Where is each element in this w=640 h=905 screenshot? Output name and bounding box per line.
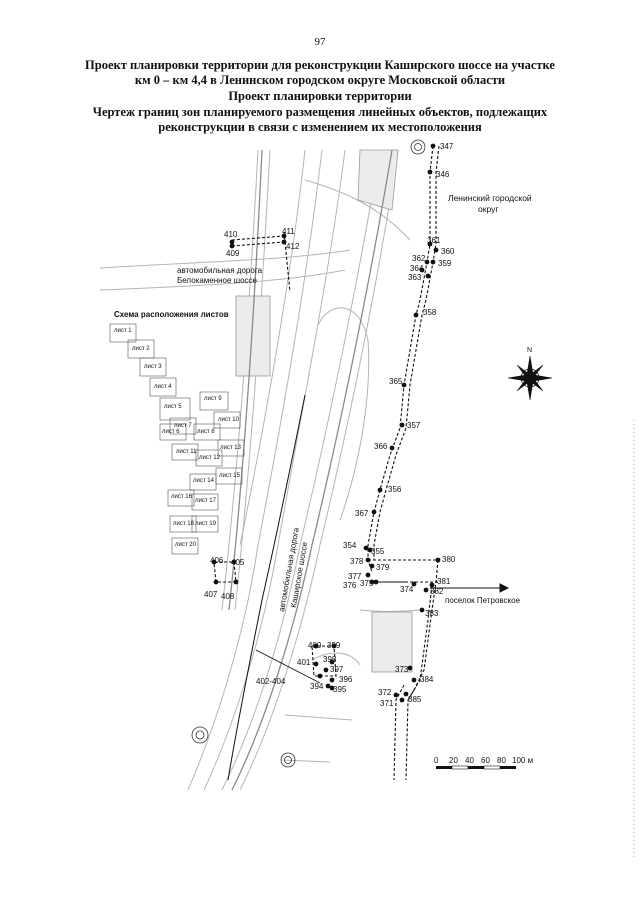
- sheet-label-7: лист 7: [174, 423, 192, 429]
- point-label-378: 378: [350, 557, 364, 566]
- point-label-406: 406: [210, 556, 224, 565]
- point-label-366: 366: [374, 442, 388, 451]
- page-number: 97: [314, 36, 326, 48]
- point-label-381: 381: [437, 577, 451, 586]
- sheet-label-5: лист 5: [164, 404, 182, 410]
- point-label-371: 371: [380, 699, 394, 708]
- sheet-label-13: лист 13: [220, 445, 242, 451]
- sheet-label-16: лист 16: [171, 494, 193, 500]
- title-line-1: Проект планировки территории для реконст…: [85, 58, 555, 72]
- point-label-357: 357: [407, 421, 421, 430]
- sheet-label-20: лист 20: [175, 542, 197, 548]
- point-label-396: 396: [339, 675, 353, 684]
- district-label-line2: округ: [478, 204, 498, 214]
- base-roads: [99, 149, 421, 791]
- point-label-375: 375: [360, 579, 374, 588]
- title-line-2: км 0 – км 4,4 в Ленинском городском окру…: [134, 73, 506, 87]
- point-label-365: 365: [389, 377, 403, 386]
- sheet-label-8: лист 8: [197, 429, 215, 435]
- curb-lines: [228, 149, 393, 791]
- sheet-label-18: лист 18: [173, 521, 195, 527]
- point-label-397: 397: [330, 665, 344, 674]
- point-label-400: 400: [308, 641, 322, 650]
- sheet-label-2: лист 2: [132, 346, 150, 352]
- scale-tick-100: 100 м: [512, 756, 533, 765]
- point-label-359: 359: [438, 259, 452, 268]
- inset-title: Схема расположения листов: [114, 310, 229, 319]
- sheet-layout-inset: Схема расположения листов лист 1 лист 2 …: [109, 310, 245, 555]
- point-label-411: 411: [282, 227, 295, 236]
- point-label-383: 383: [425, 609, 439, 618]
- compass-north-label: N: [527, 347, 532, 354]
- zone-boundaries: [213, 145, 440, 781]
- point-label-377: 377: [348, 572, 362, 581]
- point-label-373: 373: [395, 665, 409, 674]
- point-label-412: 412: [286, 242, 300, 251]
- settlement-label: поселок Петровское: [445, 596, 521, 605]
- scale-tick-80: 80: [497, 756, 506, 765]
- point-label-401: 401: [297, 658, 311, 667]
- title-line-5: реконструкции в связи с изменением их ме…: [158, 120, 482, 134]
- sheet-label-6: лист 6: [162, 429, 180, 435]
- point-label-405: 405: [231, 558, 245, 567]
- point-label-361: 361: [427, 236, 441, 245]
- scale-bar: 0 20 40 60 80 100 м: [434, 756, 533, 770]
- point-label-346: 346: [436, 170, 450, 179]
- point-label-409: 409: [226, 249, 240, 258]
- point-label-376: 376: [343, 581, 357, 590]
- point-label-410: 410: [224, 230, 238, 239]
- sheet-label-3: лист 3: [144, 364, 162, 370]
- sheet-label-14: лист 14: [193, 478, 215, 484]
- sheet-label-19: лист 19: [195, 521, 217, 527]
- point-label-399: 399: [327, 641, 341, 650]
- sheet-label-9: лист 9: [204, 396, 222, 402]
- point-label-379: 379: [376, 563, 390, 572]
- highway-crossing: [255, 581, 405, 684]
- sheet-label-17: лист 17: [195, 498, 217, 504]
- point-label-363: 363: [408, 273, 422, 282]
- title-line-3: Проект планировки территории: [228, 89, 412, 103]
- forest-symbols: [191, 139, 426, 768]
- belokamennoe-road-label-line2: Белокаменное шоссе: [177, 276, 258, 285]
- point-label-394: 394: [310, 682, 324, 691]
- belokamennoe-road-label-line1: автомобильная дорога: [177, 266, 263, 275]
- point-label-362: 362: [412, 254, 426, 263]
- sheet-label-1: лист 1: [114, 328, 132, 334]
- scale-tick-20: 20: [449, 756, 458, 765]
- district-label-line1: Ленинский городской: [448, 193, 532, 203]
- scale-tick-0: 0: [434, 756, 439, 765]
- sheet-label-15: лист 15: [219, 473, 241, 479]
- compass-rose-icon: N: [507, 347, 553, 401]
- point-label-364: 364: [410, 264, 424, 273]
- scale-tick-60: 60: [481, 756, 490, 765]
- sheet-label-12: лист 12: [199, 455, 221, 461]
- point-label-384: 384: [420, 675, 434, 684]
- sheet-label-10: лист 10: [218, 417, 240, 423]
- point-label-385: 385: [408, 695, 422, 704]
- point-label-354: 354: [343, 541, 357, 550]
- point-label-358: 358: [423, 308, 437, 317]
- point-label-407: 407: [204, 590, 218, 599]
- boundary-points: [211, 143, 441, 703]
- point-label-395: 395: [333, 685, 347, 694]
- title-line-4: Чертеж границ зон планируемого размещени…: [92, 105, 548, 119]
- point-label-380: 380: [442, 555, 456, 564]
- point-label-374: 374: [400, 585, 414, 594]
- point-label-356: 356: [388, 485, 402, 494]
- scale-tick-40: 40: [465, 756, 474, 765]
- point-label-402-404: 402-404: [256, 677, 286, 686]
- sheet-label-11: лист 11: [176, 449, 197, 455]
- point-label-382: 382: [430, 587, 444, 596]
- point-label-347: 347: [440, 142, 454, 151]
- settlement-arrow: [430, 583, 510, 593]
- point-label-367: 367: [355, 509, 369, 518]
- point-label-355: 355: [371, 547, 385, 556]
- point-label-408: 408: [221, 592, 235, 601]
- point-label-398: 398: [323, 655, 337, 664]
- point-label-360: 360: [441, 247, 455, 256]
- sheet-label-4: лист 4: [154, 384, 172, 390]
- point-label-372: 372: [378, 688, 392, 697]
- roadway-edge: [227, 394, 306, 781]
